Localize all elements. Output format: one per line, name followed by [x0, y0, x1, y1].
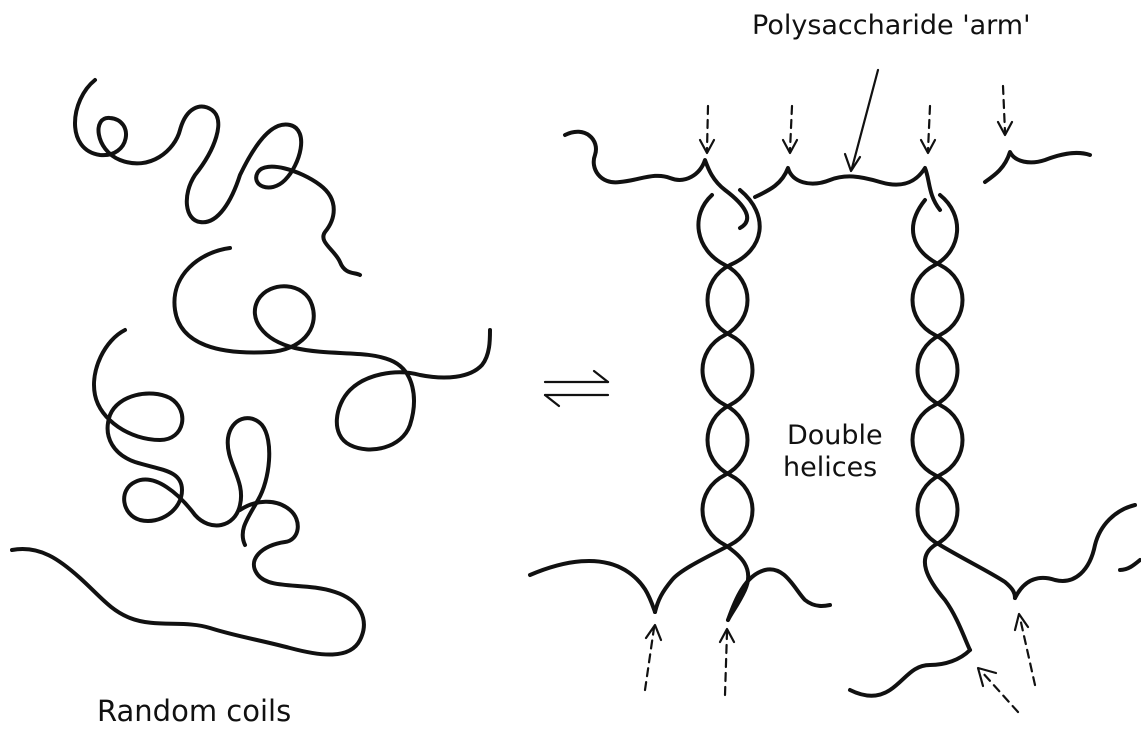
coil-strand-4	[12, 502, 364, 655]
dashed-arrow-bottom-3	[1020, 618, 1035, 685]
helices-label-line2: helices	[783, 452, 877, 483]
dashed-arrow-top-4	[1003, 86, 1005, 132]
coil-strand-1	[75, 80, 360, 275]
reverse-arrow-head	[545, 395, 559, 406]
junction-arrows-top	[700, 86, 1012, 153]
double-helix-left	[530, 190, 830, 620]
forward-arrow-head	[594, 371, 608, 382]
helices-label-line1: Double	[787, 420, 883, 451]
helix-right-tail-right	[1015, 505, 1135, 598]
helix-left-tail-left	[530, 561, 655, 612]
dashed-arrow-top-3	[928, 106, 930, 150]
helix-right-tail-bottom	[850, 650, 970, 696]
dashed-arrow-bottom-2	[725, 632, 727, 695]
double-helix-right	[850, 195, 1140, 696]
coil-strand-2	[174, 248, 490, 449]
arm-strand-top-right	[985, 152, 1090, 182]
arm-strand-top-left	[565, 132, 747, 228]
helix-right-tail-edge	[1120, 560, 1140, 570]
helix-right-strand-a	[913, 195, 971, 650]
arm-strand-top-middle	[755, 168, 940, 210]
helix-right-strand-b	[913, 200, 1015, 598]
equilibrium-arrows	[545, 371, 608, 406]
arm-pointer-line	[852, 70, 878, 168]
dashed-arrow-top-1	[707, 106, 708, 150]
junction-arrows-bottom	[645, 614, 1035, 712]
dashed-arrow-bottom-4	[982, 672, 1018, 712]
dashed-arrow-top-2	[790, 106, 792, 150]
coils-label: Random coils	[97, 694, 291, 728]
arm-label: Polysaccharide 'arm'	[752, 10, 1031, 41]
random-coils	[12, 80, 490, 655]
coil-strand-3	[94, 330, 269, 545]
polysaccharide-arm-top	[565, 132, 1090, 228]
arm-pointer	[845, 70, 878, 171]
